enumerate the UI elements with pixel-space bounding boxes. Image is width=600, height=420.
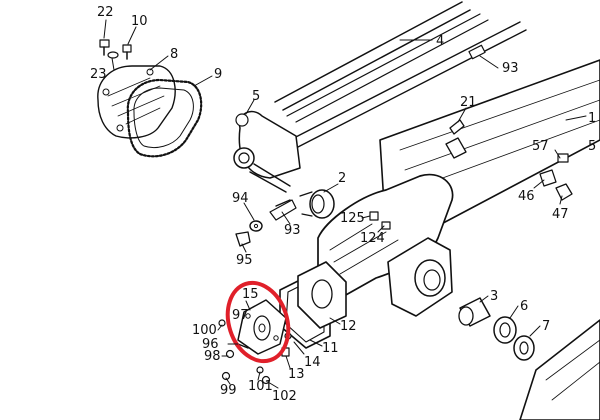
label-10: 10 [131,14,148,29]
washer-23 [107,51,119,59]
label-47: 47 [552,207,569,222]
label-96: 96 [202,337,219,352]
label-7: 7 [542,319,550,334]
plate-bottom-right [519,319,600,420]
screw-22 [99,39,110,56]
nut-95 [235,231,251,247]
screw-10 [122,44,132,60]
nut-124 [381,221,391,230]
label-102: 102 [272,389,297,404]
washer-6 [493,316,517,344]
screw-96 [237,343,249,349]
rod-93-lower [269,199,297,221]
label-8: 8 [170,47,178,62]
label-57: 57 [532,139,549,154]
label-22: 22 [97,5,114,20]
grease-nipple-21 [445,119,467,159]
label-101: 101 [248,379,273,394]
washer-99 [221,371,231,381]
cover-plate-8 [97,65,176,139]
bushing-2 [299,189,335,219]
label-95: 95 [236,253,253,268]
lever-bracket-5 [233,110,301,193]
highlight-circle [225,280,291,364]
label-94: 94 [232,191,249,206]
label-2: 2 [338,171,346,186]
label-46: 46 [518,189,535,204]
label-5-bracket: 5 [252,89,260,104]
bolt-125 [369,211,379,221]
nut-47 [555,183,573,201]
label-6: 6 [520,299,528,314]
leader-lines [103,19,587,389]
label-100: 100 [192,323,217,338]
label-125: 125 [340,211,365,226]
washer-94 [249,220,263,232]
flange-12 [297,261,347,329]
label-14: 14 [304,355,321,370]
label-21: 21 [460,95,477,110]
label-99: 99 [220,383,237,398]
label-5-right: 5 [588,139,596,154]
bush-3 [458,297,491,327]
screw-100 [218,319,226,327]
label-93-lower: 93 [284,223,301,238]
label-23: 23 [90,67,107,82]
rod-4 [274,1,489,123]
bolt-57 [557,153,569,163]
label-11: 11 [322,341,339,356]
label-12: 12 [340,319,357,334]
label-15: 15 [242,287,259,302]
label-1: 1 [588,111,596,126]
rod-93-upper [289,21,527,149]
flange-right [387,237,453,317]
label-98: 98 [204,349,221,364]
label-124: 124 [360,231,385,246]
label-9: 9 [214,67,222,82]
label-97: 97 [232,308,249,323]
callout-labels: 22 10 8 23 9 4 93 5 21 1 57 5 2 46 47 94… [90,5,596,404]
label-4: 4 [436,34,444,49]
label-13: 13 [288,367,305,382]
ring-7 [513,335,535,361]
stud-46 [539,169,557,187]
label-3: 3 [490,289,498,304]
cover-plate-15 [237,299,287,355]
gasket-9 [126,78,203,158]
label-93-upper: 93 [502,61,519,76]
